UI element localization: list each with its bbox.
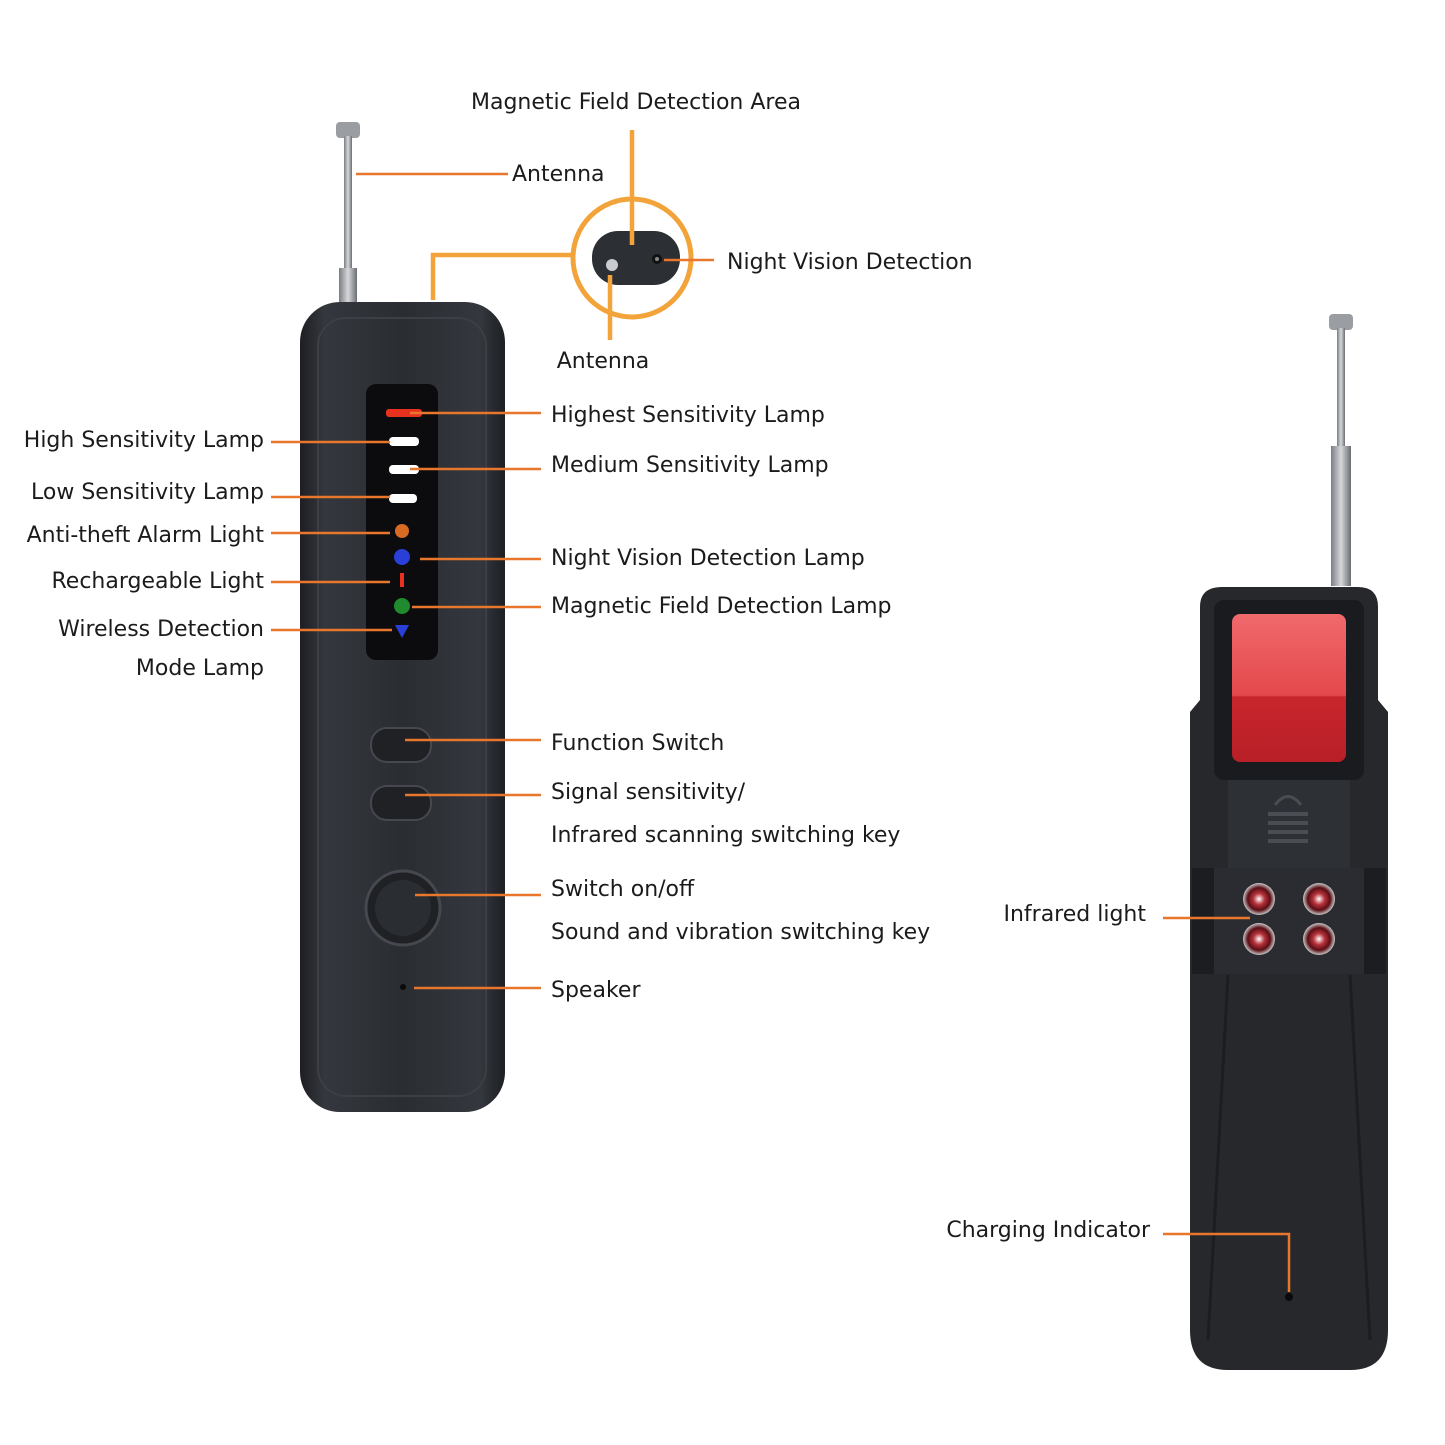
label-anti-theft: Anti-theft Alarm Light xyxy=(27,523,265,548)
magnet-lamp-icon xyxy=(394,598,410,614)
red-filter-lens xyxy=(1232,614,1346,762)
label-switch-2: Sound and vibration switching key xyxy=(551,920,930,945)
device-body xyxy=(300,302,505,1112)
label-medium-sensitivity: Medium Sensitivity Lamp xyxy=(551,453,829,478)
charging-indicator-hole xyxy=(1285,1293,1293,1301)
label-night-vision-detection: Night Vision Detection xyxy=(727,250,973,275)
telescopic-antenna-icon xyxy=(336,122,360,304)
high-sensitivity-lamp xyxy=(389,437,419,446)
label-antenna-bottom: Antenna xyxy=(557,349,650,374)
charge-bar-icon xyxy=(400,573,404,587)
ir-led-icon xyxy=(1243,923,1275,955)
label-magnetic-lamp: Magnetic Field Detection Lamp xyxy=(551,594,892,619)
label-antenna-top: Antenna xyxy=(512,162,605,187)
label-speaker: Speaker xyxy=(551,978,641,1003)
label-high-sensitivity: High Sensitivity Lamp xyxy=(24,428,264,453)
telescopic-antenna-icon xyxy=(1329,314,1353,586)
ir-led-icon xyxy=(1243,883,1275,915)
label-charging-indicator: Charging Indicator xyxy=(946,1218,1151,1243)
label-infrared-light: Infrared light xyxy=(1003,902,1146,927)
medium-sensitivity-lamp xyxy=(389,465,419,474)
label-low-sensitivity: Low Sensitivity Lamp xyxy=(31,480,264,505)
ir-led-icon xyxy=(1303,883,1335,915)
label-highest-sensitivity: Highest Sensitivity Lamp xyxy=(551,403,825,428)
label-magnetic-field-area: Magnetic Field Detection Area xyxy=(471,90,801,115)
eye-lamp-icon xyxy=(394,549,410,565)
alarm-lamp-icon xyxy=(395,524,409,538)
label-wireless-2: Mode Lamp xyxy=(136,656,264,681)
label-function-switch: Function Switch xyxy=(551,731,724,756)
indicator-panel xyxy=(366,384,438,660)
label-rechargeable: Rechargeable Light xyxy=(51,569,264,594)
label-night-vision-lamp: Night Vision Detection Lamp xyxy=(551,546,865,571)
highest-sensitivity-lamp xyxy=(386,409,422,417)
label-signal-2: Infrared scanning switching key xyxy=(551,823,900,848)
back-device xyxy=(1190,314,1388,1370)
signal-sensitivity-button[interactable] xyxy=(370,785,432,821)
function-switch-button[interactable] xyxy=(370,727,432,763)
label-wireless-1: Wireless Detection xyxy=(58,617,264,642)
low-sensitivity-lamp xyxy=(389,494,417,503)
ir-led-icon xyxy=(1303,923,1335,955)
triangle-lamp-icon xyxy=(395,625,409,638)
label-switch-1: Switch on/off xyxy=(551,877,695,902)
speaker-grille-icon xyxy=(1268,795,1308,843)
speaker-hole-icon xyxy=(400,984,406,990)
label-signal-1: Signal sensitivity/ xyxy=(551,780,746,805)
front-device xyxy=(300,122,505,1112)
